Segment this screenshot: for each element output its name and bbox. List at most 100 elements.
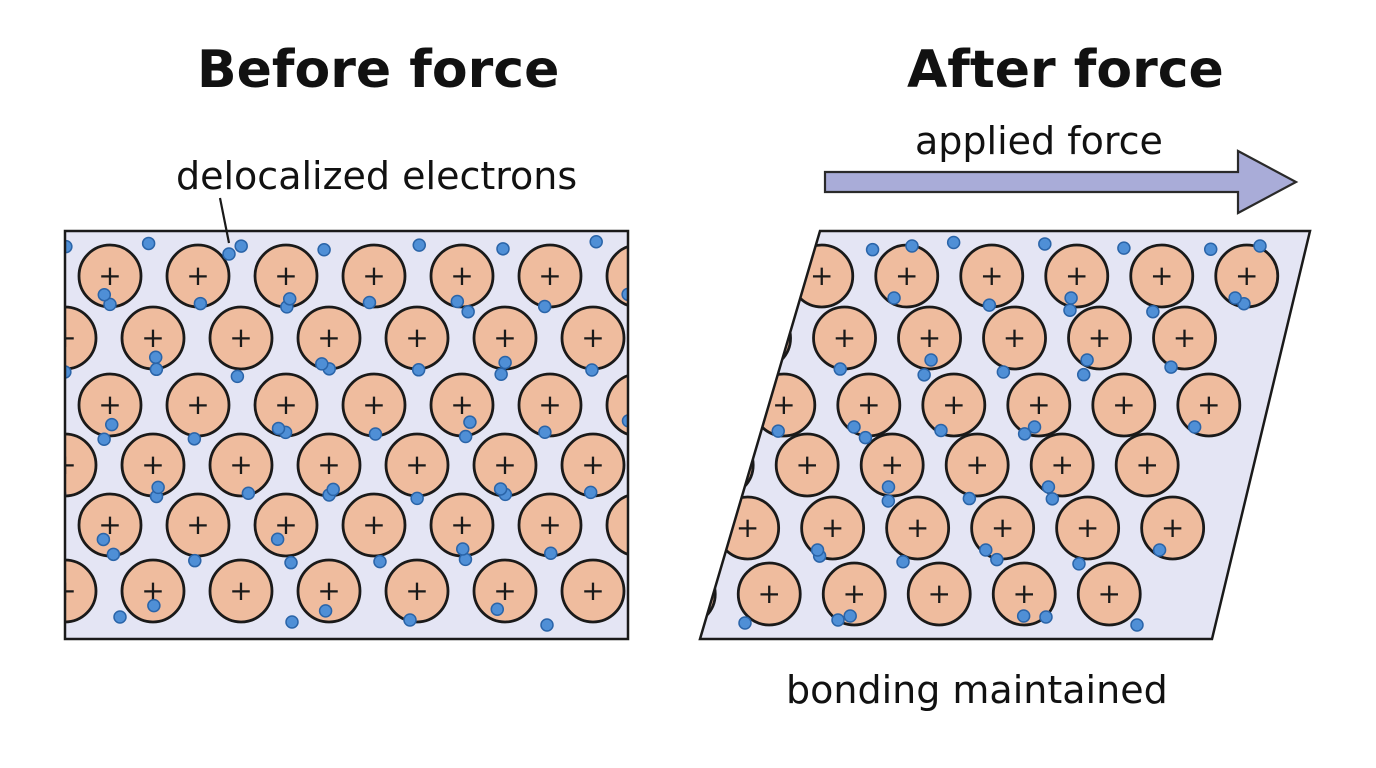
delocalized-electron <box>774 234 789 249</box>
ion-charge-label: + <box>186 508 209 541</box>
ion-charge-label: + <box>450 508 473 541</box>
metal-ion <box>1091 372 1157 438</box>
ion-charge-label: + <box>317 448 340 481</box>
metal-ion <box>605 245 628 307</box>
delocalized-electron <box>700 236 711 250</box>
delocalized-electron <box>896 555 910 569</box>
delocalized-electron <box>104 417 119 432</box>
applied-force-arrow <box>823 149 1299 215</box>
ion: + <box>65 432 98 498</box>
delocalized-electron <box>742 353 756 367</box>
ion: + <box>120 432 186 498</box>
metal-ion <box>897 305 962 371</box>
ion: + <box>1140 495 1206 561</box>
delocalized-electron <box>461 304 475 319</box>
delocalized-electrons-pointer <box>218 197 231 244</box>
ion: + <box>296 558 362 624</box>
ion: + <box>77 492 143 558</box>
delocalized-electron <box>934 423 948 438</box>
delocalized-electron <box>638 298 650 310</box>
delocalized-electron <box>1038 237 1052 251</box>
ion-charge-label: + <box>98 388 121 421</box>
delocalized-electron <box>498 355 512 370</box>
delocalized-electron <box>721 295 735 310</box>
delocalized-electron <box>703 493 718 508</box>
metal-ion <box>65 432 98 498</box>
metal-ion <box>208 305 274 371</box>
ion-charge-label: + <box>736 511 759 544</box>
ion-charge-label: + <box>651 511 674 544</box>
ion-charge-label: + <box>1027 388 1050 421</box>
ion-charge-label: + <box>1150 259 1173 292</box>
applied-force-label: applied force <box>915 119 1163 163</box>
ion: + <box>1129 243 1195 309</box>
metal-ion <box>885 495 951 561</box>
ion-charge-label: + <box>758 577 781 610</box>
ion-charge-label: + <box>880 448 903 481</box>
delocalized-electron <box>810 543 825 557</box>
ion: + <box>429 243 495 309</box>
ion-charge-label: + <box>1135 448 1158 481</box>
ion-charge-label: + <box>1065 259 1088 292</box>
ion-charge-label: + <box>186 259 209 292</box>
metal-ion <box>736 561 802 627</box>
delocalized-electron <box>241 486 256 500</box>
delocalized-electron <box>148 350 163 365</box>
ion-charge-label: + <box>928 577 951 610</box>
delocalized-electron <box>771 424 785 438</box>
delocalized-electron <box>739 363 753 378</box>
delocalized-electron <box>924 353 938 367</box>
delocalized-electron <box>996 365 1011 379</box>
metal-ion <box>821 561 887 627</box>
delocalized-electron <box>234 239 248 253</box>
ion-charge-label: + <box>450 388 473 421</box>
ion: + <box>982 305 1047 371</box>
delocalized-electron <box>326 482 340 497</box>
ion: + <box>120 558 186 624</box>
ion-charge-label: + <box>980 259 1003 292</box>
metal-ion <box>704 243 770 309</box>
delocalized-electron <box>147 598 161 613</box>
ion-charge-label: + <box>1173 321 1196 354</box>
ion-charge-label: + <box>186 388 209 421</box>
delocalized-electron <box>621 414 628 428</box>
ion-charge-label: + <box>843 577 866 610</box>
ion: + <box>341 372 407 438</box>
delocalized-electron <box>1130 618 1144 632</box>
ion-charge-label: + <box>687 388 710 421</box>
delocalized-electron <box>318 604 333 618</box>
ion: + <box>1044 243 1110 309</box>
ion-charge-label: + <box>1088 321 1111 354</box>
delocalized-electron <box>1152 543 1167 557</box>
delocalized-electron <box>833 362 847 376</box>
delocalized-electron <box>881 494 896 508</box>
ion: + <box>1152 305 1217 371</box>
delocalized-electron <box>1203 242 1218 256</box>
ion: + <box>1067 305 1132 371</box>
ion-charge-label: + <box>748 321 771 354</box>
ion: + <box>165 492 231 558</box>
delocalized-electron <box>537 299 552 314</box>
metal-ion <box>632 497 694 559</box>
delocalized-electron <box>271 421 286 436</box>
ion-charge-label: + <box>1013 577 1036 610</box>
delocalized-electron <box>151 480 165 495</box>
after-force-title: After force <box>907 40 1224 100</box>
delocalized-electron <box>990 552 1004 567</box>
metal-ion <box>1044 243 1110 309</box>
metal-ion <box>605 494 628 556</box>
ion: + <box>1006 372 1072 438</box>
delocalized-electron <box>270 532 285 547</box>
delocalized-electron <box>1064 291 1078 305</box>
ion-charge-label: + <box>626 508 649 541</box>
ion-charge-label: + <box>710 448 733 481</box>
ion: + <box>991 561 1057 627</box>
metal-ion <box>944 432 1010 498</box>
delocalized-electron <box>1076 367 1091 382</box>
delocalized-electron <box>681 431 693 443</box>
delocalized-electron <box>490 602 505 617</box>
ion-charge-label: + <box>274 388 297 421</box>
delocalized-electron <box>368 427 383 441</box>
ion: + <box>253 492 319 558</box>
delocalized-electron <box>222 247 236 261</box>
